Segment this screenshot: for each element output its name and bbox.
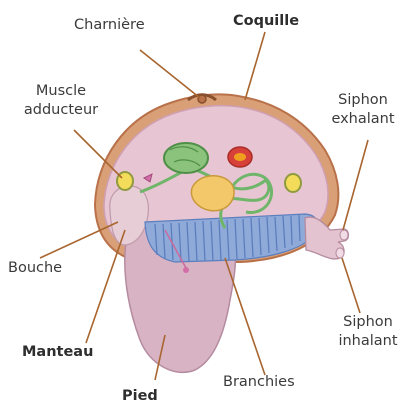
label-muscle-line1: Muscle: [10, 82, 112, 101]
label-manteau: Manteau: [22, 343, 93, 362]
label-branchies: Branchies: [223, 373, 295, 392]
label-coquille: Coquille: [233, 12, 299, 31]
label-siphon-inh-line1: Siphon: [326, 313, 410, 332]
label-siphon-exhalant: Siphon exhalant: [318, 91, 408, 129]
label-siphon-inh-line2: inhalant: [326, 332, 410, 351]
label-siphon-exh-line1: Siphon: [318, 91, 408, 110]
label-pied: Pied: [122, 387, 158, 406]
label-siphon-inhalant: Siphon inhalant: [326, 313, 410, 351]
label-muscle-adducteur: Muscle adducteur: [10, 82, 112, 120]
label-muscle-line2: adducteur: [10, 101, 112, 120]
label-siphon-exh-line2: exhalant: [318, 110, 408, 129]
gonad: [191, 176, 234, 211]
label-bouche: Bouche: [8, 259, 62, 278]
label-charniere: Charnière: [74, 16, 145, 35]
adductor-muscle-posterior: [285, 174, 301, 192]
